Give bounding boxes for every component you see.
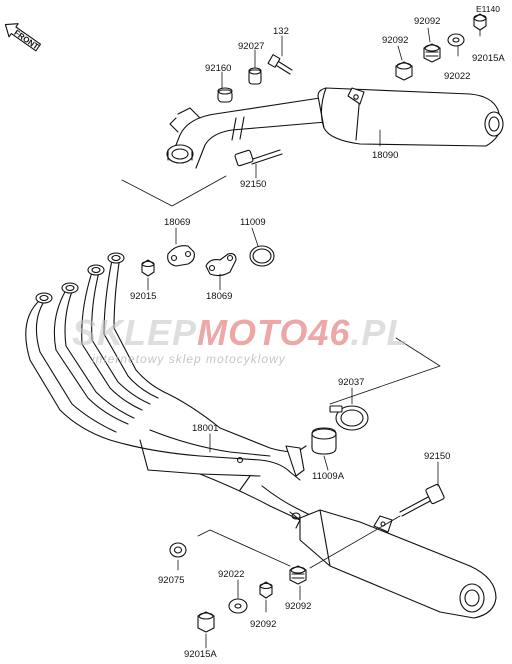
- leader-lines-lower: [177, 337, 441, 649]
- part-label-92022-b[interactable]: 92022: [218, 569, 245, 580]
- watermark-part4: .PL: [350, 312, 410, 353]
- part-label-92015A-a[interactable]: 92015A: [472, 53, 505, 64]
- nut-92092-d: [289, 565, 307, 585]
- leader-lines-middle: [147, 227, 259, 291]
- watermark-logo: SKLEPMOTO46.PL: [72, 312, 409, 354]
- part-label-18069-b[interactable]: 18069: [206, 291, 233, 302]
- part-label-11009A[interactable]: 11009A: [312, 471, 345, 482]
- bracket-18069-b: [205, 253, 237, 277]
- silencer-upper: [166, 13, 504, 169]
- part-label-92075[interactable]: 92075: [158, 575, 185, 586]
- part-label-92027[interactable]: 92027: [238, 41, 265, 52]
- nut-92092-a: [395, 61, 413, 81]
- cap-nut-92015A-b: [197, 611, 215, 633]
- header-pipes-18001: [25, 252, 321, 521]
- watermark-part1: SKLEP: [72, 312, 198, 353]
- rubber-mount-92160: [217, 87, 233, 103]
- part-label-92160[interactable]: 92160: [205, 63, 232, 74]
- part-label-18069-a[interactable]: 18069: [164, 217, 191, 228]
- gasket-11009A: [311, 427, 337, 455]
- front-arrow-icon: FRONT: [4, 23, 42, 51]
- nut-92092-c: [259, 581, 273, 599]
- part-label-92015A-b[interactable]: 92015A: [184, 649, 217, 660]
- part-label-11009[interactable]: 11009: [240, 217, 266, 228]
- part-label-92150-a[interactable]: 92150: [240, 179, 267, 190]
- part-label-92092-b[interactable]: 92092: [414, 16, 441, 27]
- watermark-part3: 46: [308, 312, 351, 353]
- nut-92075: [169, 542, 187, 558]
- gasket-11009: [249, 245, 275, 267]
- diagram-code: E1140: [476, 4, 500, 14]
- part-label-92092-c[interactable]: 92092: [250, 619, 277, 630]
- collar-92027: [248, 67, 262, 85]
- part-label-18001[interactable]: 18001: [192, 423, 219, 434]
- part-label-92022-a[interactable]: 92022: [444, 71, 471, 82]
- bracket-18069-a: [167, 245, 195, 267]
- silencer-lower: [289, 509, 497, 619]
- cap-nut-92015A-a: [473, 13, 487, 31]
- part-label-92092-d[interactable]: 92092: [285, 601, 312, 612]
- watermark-part2: MOTO: [197, 312, 309, 353]
- nut-92015: [141, 259, 155, 277]
- part-label-132[interactable]: 132: [273, 26, 289, 37]
- bolt-132: [267, 54, 293, 75]
- part-label-92092-a[interactable]: 92092: [382, 35, 409, 46]
- clamp-92037: [329, 405, 369, 431]
- part-label-92037[interactable]: 92037: [338, 377, 365, 388]
- nut-92092-b: [423, 43, 441, 63]
- washer-92022-b: [228, 598, 248, 614]
- bolt-92150-lower: [399, 483, 445, 517]
- bolt-92150-upper: [234, 149, 283, 167]
- front-label: FRONT: [12, 28, 40, 51]
- part-label-92150-b[interactable]: 92150: [424, 451, 451, 462]
- watermark-tagline: internetowy sklep motocyklowy: [92, 352, 286, 366]
- leader-lines-upper: [121, 27, 481, 207]
- part-label-92015[interactable]: 92015: [130, 291, 157, 302]
- washer-92022-a: [447, 33, 465, 47]
- part-label-18090[interactable]: 18090: [372, 150, 399, 161]
